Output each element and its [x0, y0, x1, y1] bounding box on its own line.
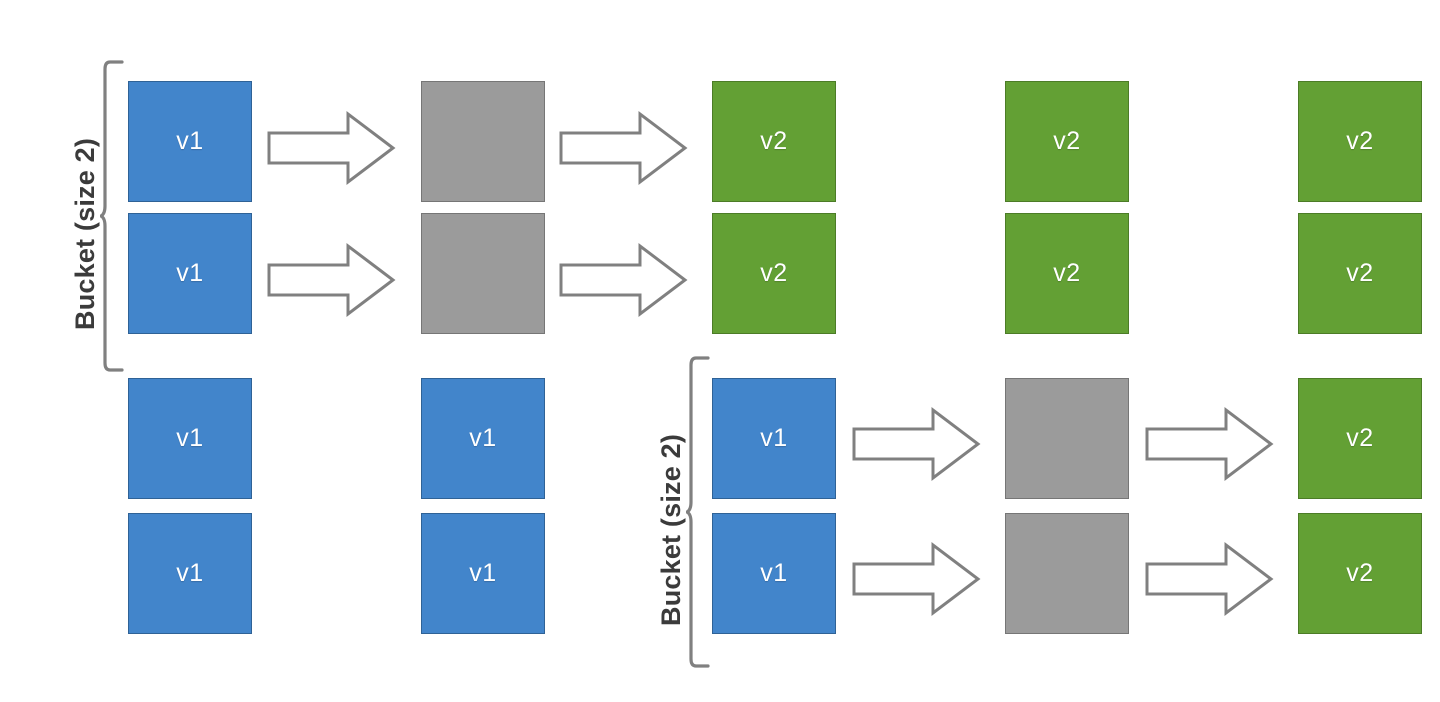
cell-r0-c1-gray — [421, 81, 545, 202]
bucket-label-top: Bucket (size 2) — [70, 137, 100, 330]
cell-r0-c0-blue: v1 — [128, 81, 252, 202]
cell-r3-c2-blue: v1 — [712, 513, 836, 634]
cell-r3-c1-blue: v1 — [421, 513, 545, 634]
block-arrow-right-4 — [851, 404, 981, 484]
cell-r3-c0-blue: v1 — [128, 513, 252, 634]
block-arrow-right-0 — [266, 108, 396, 188]
block-arrow-right-2 — [266, 240, 396, 320]
cell-r2-c1-blue: v1 — [421, 378, 545, 499]
cell-r2-c0-blue: v1 — [128, 378, 252, 499]
cell-r3-c4-green: v2 — [1298, 513, 1422, 634]
cell-r1-c3-green: v2 — [1005, 213, 1129, 334]
cell-r2-c2-blue: v1 — [712, 378, 836, 499]
block-arrow-right-1 — [558, 108, 688, 188]
bucket-brace-top — [100, 60, 124, 372]
bucket-label-bottom: Bucket (size 2) — [656, 433, 686, 626]
cell-r1-c4-green: v2 — [1298, 213, 1422, 334]
cell-r0-c4-green: v2 — [1298, 81, 1422, 202]
cell-r0-c3-green: v2 — [1005, 81, 1129, 202]
block-arrow-right-6 — [851, 539, 981, 619]
cell-r3-c3-gray — [1005, 513, 1129, 634]
block-arrow-right-3 — [558, 240, 688, 320]
cell-r2-c3-gray — [1005, 378, 1129, 499]
cell-r2-c4-green: v2 — [1298, 378, 1422, 499]
cell-r1-c1-gray — [421, 213, 545, 334]
cell-r1-c0-blue: v1 — [128, 213, 252, 334]
block-arrow-right-7 — [1144, 539, 1274, 619]
block-arrow-right-5 — [1144, 404, 1274, 484]
bucket-brace-bottom — [686, 356, 710, 668]
cell-r1-c2-green: v2 — [712, 213, 836, 334]
cell-r0-c2-green: v2 — [712, 81, 836, 202]
